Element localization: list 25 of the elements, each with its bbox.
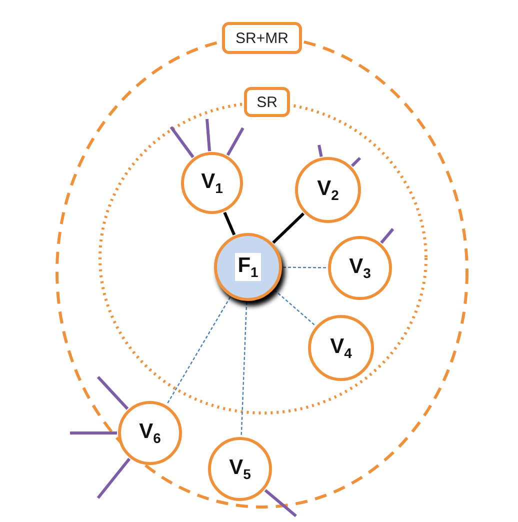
node-label: V$_{1}$	[201, 170, 223, 196]
range-label: SR	[244, 87, 290, 117]
stub-line	[96, 458, 131, 499]
stub-line	[264, 489, 297, 518]
link-line	[274, 290, 316, 326]
link-line	[240, 302, 248, 436]
node-label: V$_{4}$	[330, 336, 352, 360]
link-line	[272, 212, 305, 244]
node-label: V$_{5}$	[229, 456, 251, 482]
node-label: F$_{1}$	[234, 252, 262, 282]
link-line	[283, 266, 327, 268]
stub-line	[70, 432, 117, 434]
link-line	[223, 212, 236, 236]
node-label: V$_{2}$	[317, 178, 339, 202]
node-label: V$_{6}$	[139, 420, 161, 446]
range-label: SR+MR	[222, 22, 302, 54]
stub-line	[380, 228, 394, 244]
link-line	[166, 296, 231, 405]
stub-line	[206, 118, 211, 152]
stub-line	[226, 127, 244, 156]
stub-line	[170, 126, 194, 158]
stub-line	[96, 376, 129, 410]
node-label: V$_{3}$	[349, 256, 371, 280]
stub-line	[318, 144, 323, 157]
stub-line	[350, 156, 362, 168]
